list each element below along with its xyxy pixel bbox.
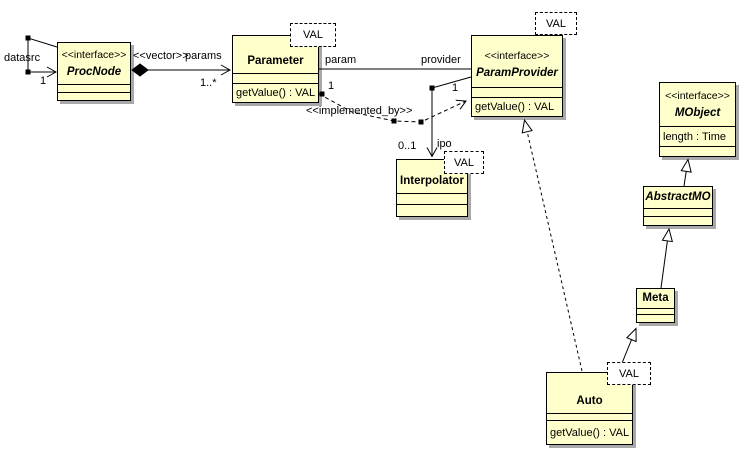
meta-attributes-compartment [637,308,674,314]
mobject-operations-compartment [660,146,735,156]
auto-attributes-compartment [547,413,632,420]
interpolator-template-label: VAL [454,156,474,169]
realization-auto-paramprovider [525,120,583,372]
label-params-role: params [185,50,222,62]
class-abstractmo[interactable]: AbstractMO [643,186,713,226]
procnode-header: <<interface>> ProcNode [58,43,130,84]
interpolator-operations-compartment [397,204,467,216]
edge-handle [429,85,435,91]
label-impl-stereotype: <<implemented_by>> [306,105,413,117]
auto-header: Auto [547,373,632,413]
edge-handle [25,69,31,75]
procnode-operations-compartment [58,92,130,100]
paramprovider-stereotype: <<interface>> [484,49,550,62]
interpolator-attributes-compartment [397,193,467,204]
paramprovider-operations-compartment: getValue() : VAL [472,97,562,116]
class-procnode[interactable]: <<interface>> ProcNode [57,42,131,101]
auto-name: Auto [576,395,603,407]
label-ipo-mult: 0..1 [398,140,417,152]
edge-handle [391,118,397,124]
mobject-stereotype: <<interface>> [665,89,730,102]
parameter-header: Parameter [233,36,318,73]
abstractmo-header: AbstractMO [644,187,712,208]
mobject-name: MObject [674,106,721,119]
abstractmo-operations-compartment [644,216,712,225]
label-param-role: param [325,54,357,66]
paramprovider-template-box[interactable]: VAL [535,12,577,35]
label-ipo-role: ipo [437,138,452,150]
composition-diamond [131,63,149,77]
parameter-template-box[interactable]: VAL [290,23,336,47]
paramprovider-operation: getValue() : VAL [475,101,555,113]
procnode-name: ProcNode [66,65,122,78]
class-meta[interactable]: Meta [636,288,675,323]
paramprovider-attributes-compartment [472,87,562,97]
paramprovider-template-label: VAL [546,17,566,30]
label-datasrc-mult: 1 [40,75,47,87]
parameter-operation: getValue() : VAL [236,87,316,99]
label-impl-mult-right: 1 [452,82,459,94]
abstractmo-attributes-compartment [644,208,712,216]
abstractmo-name: AbstractMO [645,191,711,203]
class-mobject[interactable]: <<interface>> MObject length : Time [659,82,736,157]
parameter-name: Parameter [247,55,304,67]
composition-procnode-parameter [131,63,232,77]
edge-handle [319,91,325,97]
edge-handle [418,119,424,125]
generalization-meta-abstractmo [660,229,669,289]
mobject-header: <<interface>> MObject [660,83,735,126]
label-datasrc-role: datasrc [4,52,41,64]
parameter-template-label: VAL [303,29,323,41]
class-auto[interactable]: Auto getValue() : VAL [546,372,633,445]
paramprovider-header: <<interface>> ParamProvider [472,36,562,87]
class-paramprovider[interactable]: <<interface>> ParamProvider getValue() :… [471,35,563,117]
parameter-operations-compartment: getValue() : VAL [233,83,318,102]
mobject-attributes-compartment: length : Time [660,126,735,146]
generalization-abstractmo-mobject [684,160,688,187]
meta-header: Meta [637,289,674,308]
class-parameter[interactable]: Parameter getValue() : VAL [232,35,319,103]
label-provider-role: provider [421,54,461,66]
interpolator-name: Interpolator [400,175,464,187]
auto-template-box[interactable]: VAL [607,362,651,385]
interpolator-header: Interpolator [397,160,467,193]
mobject-attribute: length : Time [663,130,726,143]
auto-operations-compartment: getValue() : VAL [547,420,632,444]
label-vector-stereotype: <<vector>> [133,50,189,62]
meta-operations-compartment [637,314,674,322]
label-impl-mult-left: 1 [328,80,335,92]
meta-name: Meta [642,292,669,304]
parameter-attributes-compartment [233,73,318,83]
self-association-datasrc [27,37,58,78]
auto-template-label: VAL [619,367,639,380]
paramprovider-name: ParamProvider [476,66,558,79]
edge-handle [25,35,31,41]
procnode-stereotype: <<interface>> [61,48,127,61]
auto-operation: getValue() : VAL [550,426,630,439]
label-params-mult: 1..* [200,77,217,89]
interpolator-template-box[interactable]: VAL [444,151,484,174]
procnode-attributes-compartment [58,84,130,92]
